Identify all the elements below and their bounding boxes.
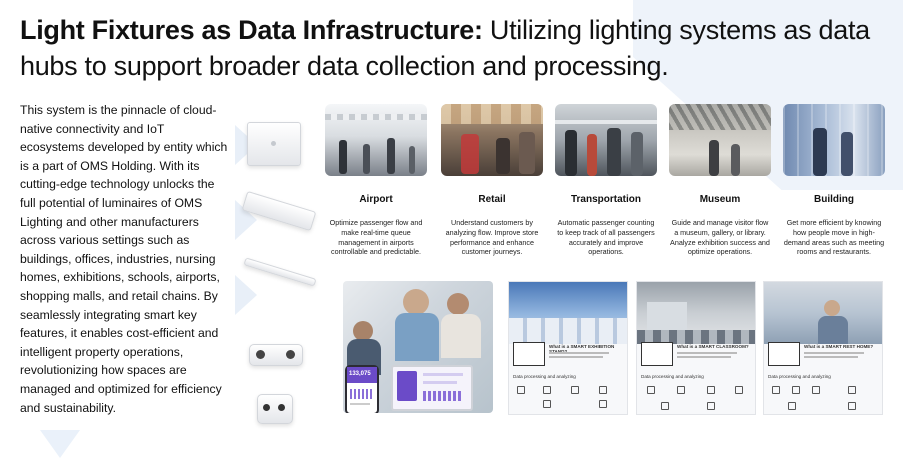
smart-exhibition-panel: What is a SMART EXHIBITION STAND? Data p… [508, 281, 628, 415]
category-description: Guide and manage visitor flow a museum, … [670, 218, 770, 257]
description-paragraph: This system is the pinnacle of cloud-nat… [20, 103, 228, 415]
category-title: Museum [699, 194, 741, 205]
title-strong: Light Fixtures as Data Infrastructure: [20, 15, 483, 45]
door-icon [543, 386, 551, 394]
people-icon [517, 386, 525, 394]
luminaire-column [235, 100, 317, 430]
walk-icon [661, 402, 669, 410]
chart-icon [571, 386, 579, 394]
app-counter-value: 133,075 [349, 371, 371, 377]
rest-home-photo [764, 282, 882, 344]
category-description: Get more efficient by knowing how people… [783, 218, 885, 257]
fall-alert-icon [788, 402, 796, 410]
people-icon [647, 386, 655, 394]
dashboard-mockup [513, 342, 545, 366]
square-panel-luminaire-image [247, 122, 301, 166]
dashboard-mockup [768, 342, 800, 366]
phone-icon [599, 386, 607, 394]
panel-section: Data processing and analyzing [768, 374, 831, 379]
bolt-icon [707, 402, 715, 410]
category-description: Understand customers by analyzing flow. … [445, 218, 539, 257]
classroom-photo [637, 282, 755, 344]
slim-linear-luminaire-image [243, 257, 317, 287]
museum-photo [669, 104, 771, 176]
category-airport[interactable]: Airport Optimize passenger flow and make… [325, 104, 427, 257]
people-icon [772, 386, 780, 394]
team-app-mockup-image: 133,075 [343, 281, 493, 413]
linear-luminaire-image [241, 190, 317, 232]
expand-icon [677, 386, 685, 394]
category-title: Airport [359, 194, 393, 205]
retail-photo [441, 104, 543, 176]
phone-app: 133,075 [345, 365, 379, 413]
thermometer-icon [735, 386, 743, 394]
category-description: Optimize passenger flow and make real-ti… [329, 218, 423, 257]
smart-classroom-panel: What is a SMART CLASSROOM? Data processi… [636, 281, 756, 415]
transportation-photo [555, 104, 657, 176]
category-building[interactable]: Building Get more efficient by knowing h… [783, 104, 885, 257]
exhibition-photo [509, 282, 627, 344]
building-photo [783, 104, 885, 176]
walk-icon [848, 386, 856, 394]
panel-section: Data processing and analyzing [641, 374, 704, 379]
panel-title: What is a SMART CLASSROOM? [677, 344, 749, 349]
sensor-module-image [257, 394, 293, 424]
smart-rest-home-panel: What is a SMART REST HOME? Data processi… [763, 281, 883, 415]
panel-title: What is a SMART REST HOME? [804, 344, 874, 349]
category-museum[interactable]: Museum Guide and manage visitor flow a m… [669, 104, 771, 257]
page-title: Light Fixtures as Data Infrastructure: U… [20, 12, 890, 84]
panel-title: What is a SMART EXHIBITION STAND? [549, 344, 615, 354]
bed-icon [792, 386, 800, 394]
laptop-screen [391, 365, 473, 411]
category-transportation[interactable]: Transportation Automatic passenger count… [555, 104, 657, 257]
panel-section: Data processing and analyzing [513, 374, 576, 379]
wind-icon [707, 386, 715, 394]
category-retail[interactable]: Retail Understand customers by analyzing… [441, 104, 543, 257]
category-title: Building [814, 194, 854, 205]
fire-icon [599, 400, 607, 408]
chevron-right-icon [235, 275, 257, 315]
category-description: Automatic passenger counting to keep tra… [557, 218, 655, 257]
category-title: Transportation [570, 194, 641, 205]
sensor-device-image [249, 344, 303, 366]
bolt-icon [848, 402, 856, 410]
category-title: Retail [478, 194, 506, 205]
walk-icon [543, 400, 551, 408]
wheelchair-icon [812, 386, 820, 394]
title-light: Utilizing lighting systems as data hubs … [20, 15, 870, 81]
airport-photo [325, 104, 427, 176]
background-decoration-bottom [40, 430, 80, 458]
dashboard-mockup [641, 342, 673, 366]
